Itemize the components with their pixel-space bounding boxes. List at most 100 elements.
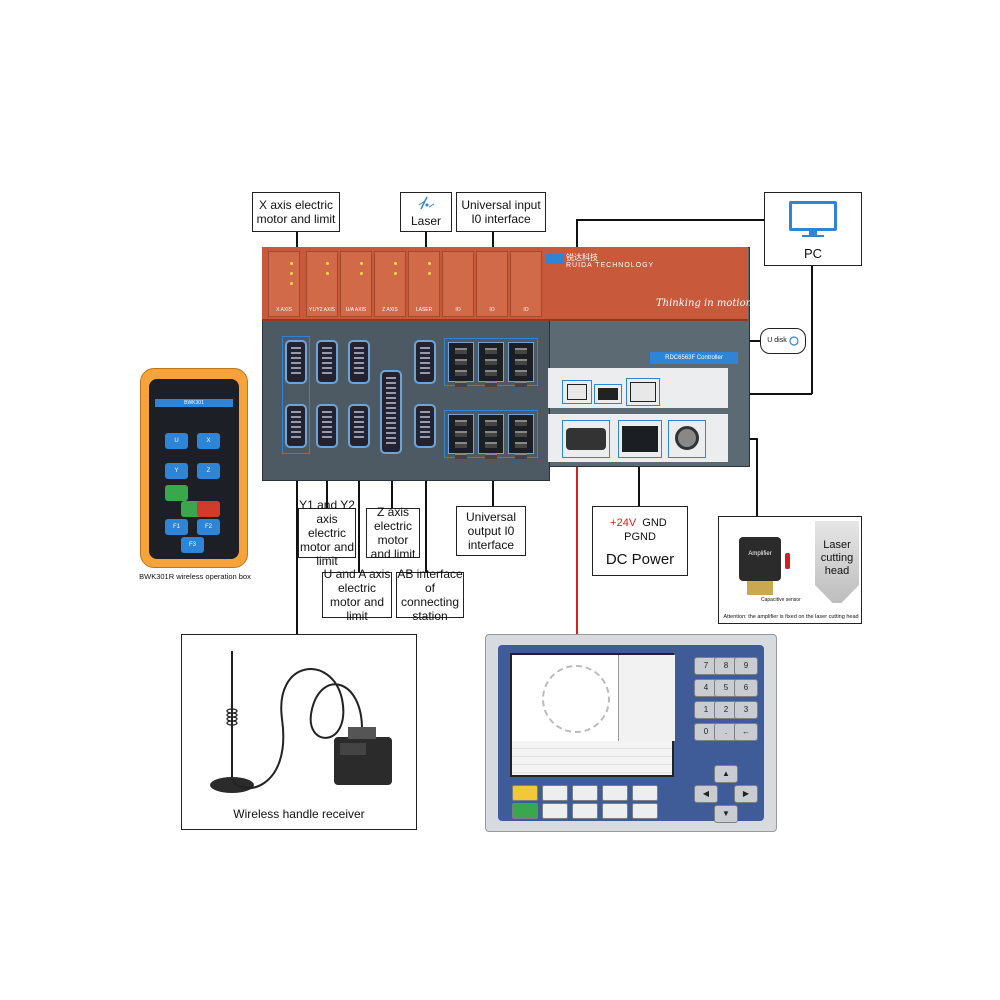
usb-a-port-frame bbox=[594, 384, 622, 404]
ab-interface-label: AB interface of connecting station bbox=[397, 567, 463, 623]
output-line bbox=[492, 460, 494, 506]
db25-connector bbox=[380, 370, 402, 454]
pc-label: PC bbox=[803, 246, 823, 261]
slot-label: IO bbox=[489, 307, 495, 313]
sensor-line-v bbox=[756, 438, 758, 516]
z-axis-label-box: Z axis electric motor and limit bbox=[366, 505, 420, 561]
db9-connector bbox=[316, 340, 338, 384]
panel-softkey[interactable] bbox=[572, 803, 598, 819]
dc-power-pgnd: PGND bbox=[624, 530, 656, 543]
db9-connector bbox=[348, 404, 370, 448]
num-key-0[interactable]: 0 bbox=[694, 723, 718, 741]
wireless-box-label: BWK301R wireless operation box bbox=[139, 572, 251, 581]
receiver-label: Wireless handle receiver bbox=[233, 807, 365, 821]
remote-key-green[interactable] bbox=[165, 485, 188, 501]
remote-key-f2[interactable]: F2 bbox=[197, 519, 220, 535]
status-led bbox=[360, 272, 363, 275]
remote-key-z[interactable]: Z bbox=[197, 463, 220, 479]
universal-output-label-box: Universal output I0 interface bbox=[456, 506, 526, 556]
antenna-receiver-graphic bbox=[210, 651, 392, 793]
remote-model-strip: BWK301 bbox=[155, 399, 233, 407]
laser-icon bbox=[418, 196, 435, 210]
slot-label: X AXIS bbox=[276, 307, 292, 313]
sensor-box: Amplifier Capacitive sensor Laser cuttin… bbox=[718, 516, 862, 624]
slogan: Thinking in motion bbox=[656, 298, 753, 309]
db9-connector bbox=[285, 404, 307, 448]
usb-stick-icon bbox=[789, 336, 799, 346]
ab-interface-label-box: AB interface of connecting station bbox=[396, 567, 464, 623]
ua-axis-label: U and A axis electric motor and limit bbox=[323, 567, 391, 623]
status-led bbox=[394, 272, 397, 275]
status-led bbox=[394, 262, 397, 265]
usb-b-port-frame bbox=[562, 380, 592, 404]
slot-laser: LASER bbox=[408, 251, 440, 317]
screen-side-menu bbox=[618, 655, 675, 741]
ethernet-port bbox=[630, 382, 656, 402]
status-led bbox=[326, 262, 329, 265]
terminal-block bbox=[508, 342, 534, 387]
db9-connector bbox=[285, 340, 307, 384]
y-axis-label-box: Y1 and Y2 axis electric motor and limit bbox=[298, 498, 356, 568]
pc-label-box: PC bbox=[764, 192, 862, 266]
screen-graphic bbox=[542, 665, 610, 733]
status-led bbox=[326, 272, 329, 275]
connector-pins bbox=[386, 377, 396, 447]
remote-key-u[interactable]: U bbox=[165, 433, 188, 449]
terminal-block bbox=[448, 414, 474, 459]
num-key-backspace[interactable]: ← bbox=[734, 723, 758, 741]
x-axis-label: X axis electric motor and limit bbox=[256, 198, 336, 226]
slot-label: U/A AXIS bbox=[345, 307, 367, 313]
panel-softkey[interactable] bbox=[572, 785, 598, 801]
db9-connector bbox=[414, 340, 436, 384]
status-led bbox=[290, 282, 293, 285]
slot-io-2: IO bbox=[476, 251, 508, 317]
remote-key-red[interactable] bbox=[197, 501, 220, 517]
panel-softkey[interactable] bbox=[632, 803, 658, 819]
slot-io-3: IO bbox=[510, 251, 542, 317]
panel-softkey-green[interactable] bbox=[512, 803, 538, 819]
remote-key-f3[interactable]: F3 bbox=[181, 537, 204, 553]
screen-status-table bbox=[512, 741, 672, 775]
status-led bbox=[290, 272, 293, 275]
num-key-3[interactable]: 3 bbox=[734, 701, 758, 719]
connector-pins bbox=[291, 411, 301, 441]
usb-b-port bbox=[567, 384, 587, 400]
x-axis-connector-group bbox=[282, 336, 310, 454]
panel-softkey[interactable] bbox=[602, 803, 628, 819]
arrow-key-left-icon[interactable]: ◀ bbox=[694, 785, 718, 803]
remote-key-f1[interactable]: F1 bbox=[165, 519, 188, 535]
laser-head-graphic bbox=[815, 521, 859, 603]
dc-power-gnd: GND bbox=[642, 516, 667, 529]
panel-softkey[interactable] bbox=[542, 785, 568, 801]
panel-red-line bbox=[576, 458, 578, 634]
pc-usb-line-h bbox=[576, 219, 764, 221]
terminal-block bbox=[478, 342, 504, 387]
num-key-9[interactable]: 9 bbox=[734, 657, 758, 675]
connector-pins bbox=[420, 411, 430, 441]
panel-softkey[interactable] bbox=[602, 785, 628, 801]
power-line-v bbox=[638, 455, 640, 507]
ruida-logo bbox=[546, 254, 564, 264]
model-badge: RDC6563F Controller bbox=[650, 352, 738, 364]
remote-key-x[interactable]: X bbox=[197, 433, 220, 449]
connector-pins bbox=[354, 411, 364, 441]
sensor-cable-tip bbox=[785, 553, 790, 569]
remote-key-y[interactable]: Y bbox=[165, 463, 188, 479]
num-key-6[interactable]: 6 bbox=[734, 679, 758, 697]
brand-name: RUIDA TECHNOLOGY bbox=[566, 262, 655, 269]
slot-label: IO bbox=[523, 307, 529, 313]
panel-softkey[interactable] bbox=[632, 785, 658, 801]
db9-connector bbox=[348, 340, 370, 384]
monitor-icon bbox=[789, 201, 837, 237]
connector-pins bbox=[322, 347, 332, 377]
terminal-block bbox=[478, 414, 504, 459]
panel-softkey-yellow[interactable] bbox=[512, 785, 538, 801]
brand-name-cn: 锐达科技 bbox=[566, 253, 598, 262]
serial-port-frame bbox=[562, 420, 610, 458]
slot-label: LASER bbox=[415, 307, 433, 313]
arrow-key-up-icon[interactable]: ▲ bbox=[714, 765, 738, 783]
arrow-key-down-icon[interactable]: ▼ bbox=[714, 805, 738, 823]
arrow-key-right-icon[interactable]: ▶ bbox=[734, 785, 758, 803]
panel-softkey[interactable] bbox=[542, 803, 568, 819]
db9-connector bbox=[414, 404, 436, 448]
